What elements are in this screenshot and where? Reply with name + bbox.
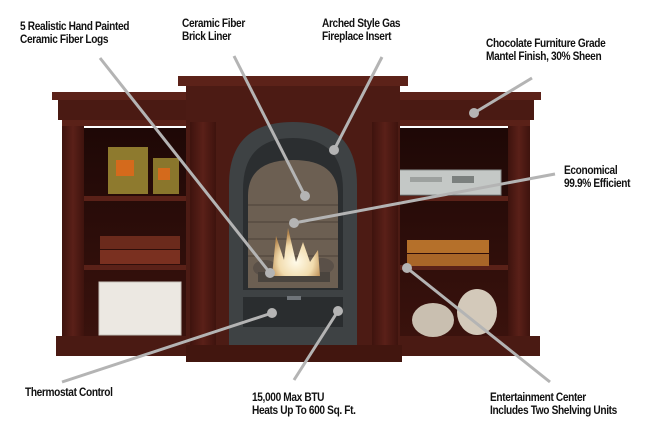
callout-mantel-finish: Chocolate Furniture Grade Mantel Finish,… bbox=[486, 38, 606, 64]
left-shelving-unit bbox=[52, 92, 198, 356]
right-cornice bbox=[394, 92, 541, 100]
flames bbox=[272, 228, 320, 276]
mantel-top bbox=[178, 76, 408, 86]
music-book-2 bbox=[407, 254, 489, 266]
callout-fireplace-insert: Arched Style Gas Fireplace Insert bbox=[322, 18, 401, 44]
callout-btu: 15,000 Max BTU Heats Up To 600 Sq. Ft. bbox=[252, 392, 356, 418]
callout-btu-line2: Heats Up To 600 Sq. Ft. bbox=[252, 405, 356, 417]
callout-efficiency-line1: Economical bbox=[564, 165, 618, 177]
callout-lines bbox=[61, 55, 556, 384]
white-storage-box bbox=[98, 281, 182, 336]
vase-large bbox=[457, 289, 497, 335]
callout-brick-liner: Ceramic Fiber Brick Liner bbox=[182, 18, 245, 44]
callout-thermostat-line1: Thermostat Control bbox=[25, 387, 113, 399]
center-mantel bbox=[178, 76, 408, 362]
left-cornice bbox=[52, 92, 197, 100]
callout-entertainment-center: Entertainment Center Includes Two Shelvi… bbox=[490, 392, 617, 418]
callout-entertainment-line1: Entertainment Center bbox=[490, 392, 586, 404]
stereo-receiver bbox=[396, 169, 502, 196]
vase-small bbox=[412, 303, 454, 337]
left-shelf-1 bbox=[84, 196, 194, 201]
callout-entertainment-line2: Includes Two Shelving Units bbox=[490, 405, 617, 417]
book-2 bbox=[100, 250, 180, 264]
left-pilaster bbox=[62, 126, 84, 354]
callout-logs-line1: 5 Realistic Hand Painted bbox=[20, 21, 130, 33]
callout-finish-line2: Mantel Finish, 30% Sheen bbox=[486, 51, 602, 63]
right-shelf-1 bbox=[396, 196, 508, 201]
right-shelving-unit bbox=[394, 92, 541, 356]
callout-efficiency: Economical 99.9% Efficient bbox=[564, 165, 631, 191]
music-book-1 bbox=[407, 240, 489, 253]
callout-logs-line2: Ceramic Fiber Logs bbox=[20, 34, 109, 46]
control-panel-door bbox=[243, 297, 343, 327]
callout-btu-line1: 15,000 Max BTU bbox=[252, 392, 325, 404]
callout-liner-line2: Brick Liner bbox=[182, 31, 232, 43]
callout-finish-line1: Chocolate Furniture Grade bbox=[486, 38, 606, 50]
callout-efficiency-line2: 99.9% Efficient bbox=[564, 178, 631, 190]
callout-ceramic-logs: 5 Realistic Hand Painted Ceramic Fiber L… bbox=[20, 21, 129, 47]
right-shelf-2 bbox=[396, 265, 508, 270]
callout-insert-line1: Arched Style Gas bbox=[322, 18, 401, 30]
callout-insert-line2: Fireplace Insert bbox=[322, 31, 392, 43]
right-pilaster bbox=[508, 126, 530, 354]
book-1 bbox=[100, 236, 180, 249]
left-shelf-2 bbox=[84, 265, 194, 270]
callout-liner-line1: Ceramic Fiber bbox=[182, 18, 245, 30]
callout-thermostat: Thermostat Control bbox=[25, 387, 113, 400]
